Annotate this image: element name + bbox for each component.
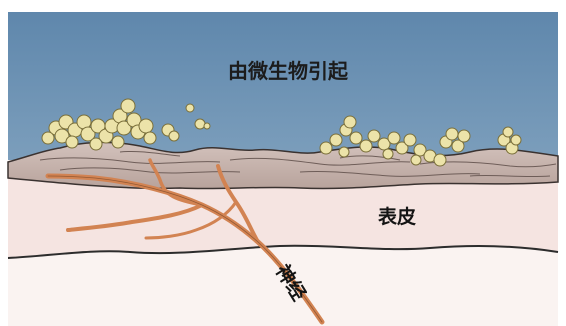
microbe-cluster-icon bbox=[41, 98, 211, 151]
surface-strata-lines bbox=[39, 151, 557, 178]
microbe-cluster-icon bbox=[319, 115, 522, 167]
epidermis-boundary-line bbox=[7, 244, 559, 259]
surface-layer bbox=[7, 141, 559, 190]
epidermis-label: 表皮 bbox=[378, 206, 417, 228]
nerve-fiber-outline bbox=[47, 175, 323, 323]
microbe-caption: 由微生物引起 bbox=[228, 59, 348, 83]
